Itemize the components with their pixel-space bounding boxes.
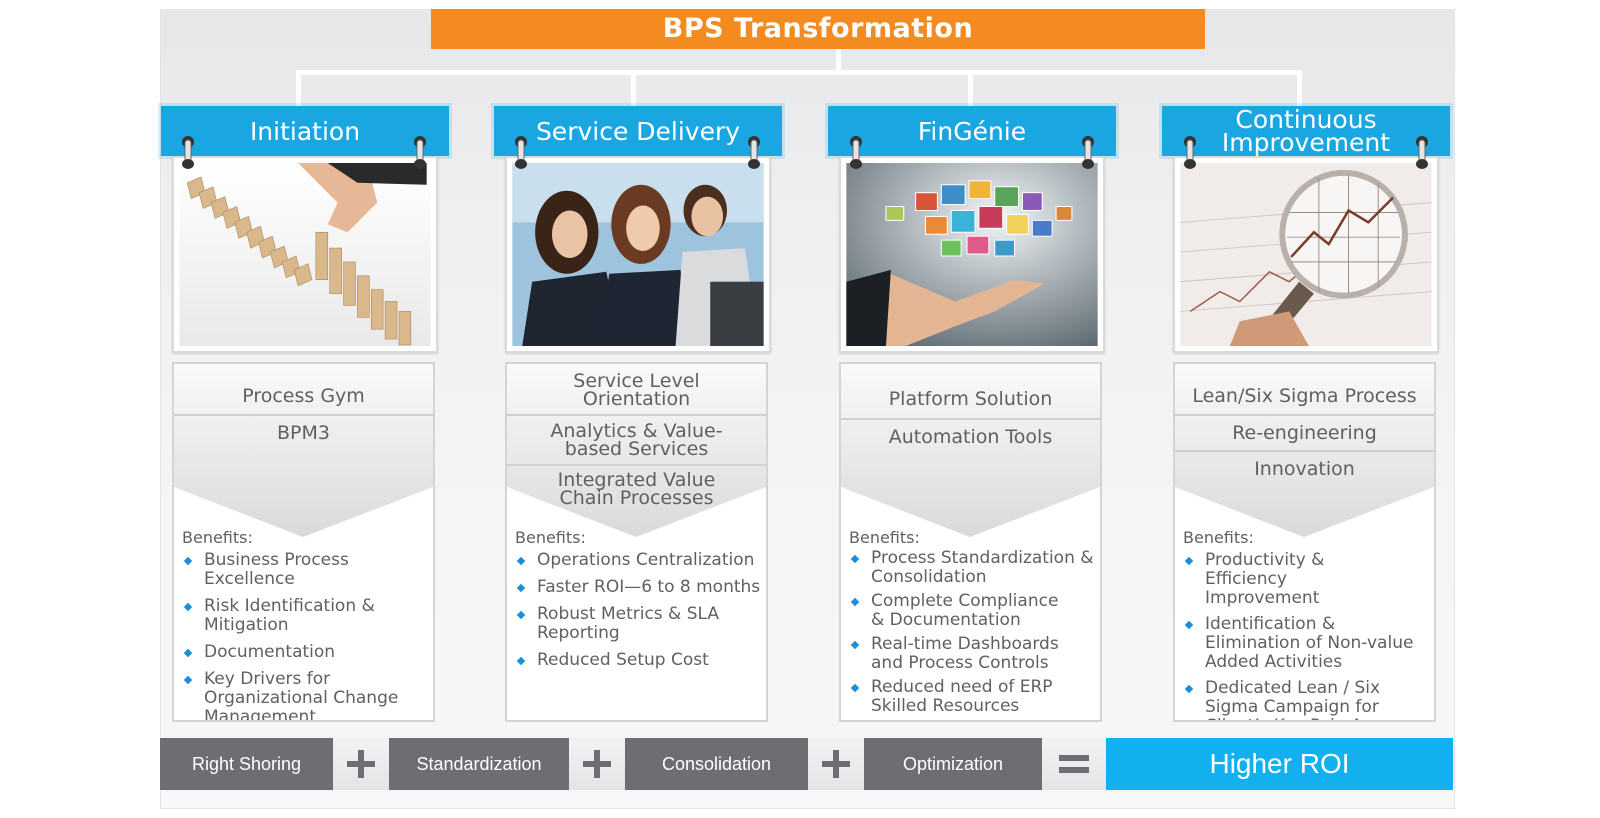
equals-icon bbox=[1042, 738, 1106, 790]
binder-ring-icon bbox=[748, 136, 760, 169]
benefit-item: Real-time Dashboards and Process Control… bbox=[849, 635, 1096, 673]
cell-divider bbox=[1175, 450, 1434, 452]
magnifier-over-chart-icon bbox=[1180, 163, 1432, 346]
benefit-item: Documentation bbox=[182, 643, 429, 662]
column-header-initiation: Initiation bbox=[161, 106, 449, 156]
binder-ring-icon bbox=[1082, 136, 1094, 169]
column-header-continuous-improvement: Continuous Improvement bbox=[1162, 106, 1450, 156]
benefit-item: Key Drivers for Organizational Change Ma… bbox=[182, 670, 429, 721]
benefits-label: Benefits: bbox=[182, 528, 253, 547]
equation-term: Optimization bbox=[864, 738, 1042, 790]
equation-term: Right Shoring bbox=[160, 738, 333, 790]
benefits-label: Benefits: bbox=[849, 528, 920, 547]
benefits-list: Process Standardization & Consolidation … bbox=[849, 549, 1096, 716]
call-center-agents-icon bbox=[512, 163, 764, 346]
card-service-delivery: Service Level Orientation Analytics & Va… bbox=[505, 362, 768, 722]
binder-ring-icon bbox=[182, 136, 194, 169]
binder-ring-icon bbox=[1416, 136, 1428, 169]
cell-divider bbox=[841, 418, 1100, 420]
connector-vertical-main bbox=[836, 49, 841, 73]
binder-ring-icon bbox=[850, 136, 862, 169]
cell-divider bbox=[1175, 414, 1434, 416]
plus-icon bbox=[333, 738, 389, 790]
benefit-item: Process Standardization & Consolidation bbox=[849, 549, 1096, 587]
connector-horizontal bbox=[296, 70, 1302, 75]
benefit-item: Complete Compliance & Documentation bbox=[849, 592, 1096, 630]
equation-result: Higher ROI bbox=[1106, 738, 1453, 790]
card-continuous-improvement: Lean/Six Sigma Process Re-engineering In… bbox=[1173, 362, 1436, 722]
plus-icon bbox=[569, 738, 625, 790]
cell-divider bbox=[174, 414, 433, 416]
column-header-label: Initiation bbox=[249, 116, 361, 146]
photo-fingenie bbox=[839, 156, 1105, 353]
capability-cell: Re-engineering bbox=[1232, 422, 1377, 444]
connector-drop-2 bbox=[631, 70, 636, 106]
benefit-item: Robust Metrics & SLA Reporting bbox=[515, 605, 762, 643]
chevron-shape bbox=[841, 364, 1100, 537]
benefit-item: Productivity & Efficiency Improvement bbox=[1183, 551, 1430, 608]
photo-call-center bbox=[505, 156, 771, 353]
photo-magnifier bbox=[1173, 156, 1439, 353]
chevron-shape bbox=[174, 364, 433, 537]
benefit-item: Business Process Excellence bbox=[182, 551, 429, 589]
column-header-service-delivery: Service Delivery bbox=[494, 106, 782, 156]
capability-cell: Lean/Six Sigma Process bbox=[1192, 385, 1417, 407]
binder-ring-icon bbox=[515, 136, 527, 169]
connector-drop-3 bbox=[968, 70, 973, 106]
benefit-item: Risk Identification & Mitigation bbox=[182, 597, 429, 635]
binder-ring-icon bbox=[1184, 136, 1196, 169]
benefits-list: Operations Centralization Faster ROI—6 t… bbox=[515, 551, 762, 670]
binder-ring-icon bbox=[414, 136, 426, 169]
capability-cell: Service Level Orientation bbox=[573, 370, 700, 410]
equation-term: Standardization bbox=[389, 738, 569, 790]
benefit-item: Faster ROI—6 to 8 months bbox=[515, 578, 762, 597]
benefit-item: Reduced need of ERP Skilled Resources bbox=[849, 678, 1096, 716]
benefit-item: Identification & Elimination of Non-valu… bbox=[1183, 615, 1430, 672]
benefits-list: Business Process Excellence Risk Identif… bbox=[182, 551, 429, 721]
capability-cell: Analytics & Value-based Services bbox=[550, 420, 723, 460]
column-header-label: Continuous bbox=[1235, 105, 1377, 134]
capability-cell: Automation Tools bbox=[888, 426, 1053, 448]
cell-divider bbox=[507, 464, 766, 466]
card-fingenie: Platform Solution Automation Tools Benef… bbox=[839, 362, 1102, 722]
equation-term: Consolidation bbox=[625, 738, 808, 790]
benefit-item: Dedicated Lean / Six Sigma Campaign for … bbox=[1183, 679, 1430, 721]
card-initiation: Process Gym BPM3 Benefits: Business Proc… bbox=[172, 362, 435, 722]
column-header-label: Improvement bbox=[1221, 128, 1391, 157]
chevron-shape bbox=[507, 364, 766, 537]
benefits-label: Benefits: bbox=[1183, 528, 1254, 547]
cell-divider bbox=[507, 414, 766, 416]
diagram-title: BPS Transformation bbox=[431, 9, 1205, 49]
column-header-label: Service Delivery bbox=[535, 116, 741, 146]
capability-cell: Innovation bbox=[1254, 458, 1355, 480]
connector-drop-1 bbox=[296, 70, 301, 106]
column-header-label: FinGénie bbox=[917, 116, 1027, 146]
connector-drop-4 bbox=[1297, 70, 1302, 106]
benefit-item: Operations Centralization bbox=[515, 551, 762, 570]
falling-dominoes-icon bbox=[179, 163, 431, 346]
photo-dominoes bbox=[172, 156, 438, 353]
benefits-label: Benefits: bbox=[515, 528, 586, 547]
column-header-fingenie: FinGénie bbox=[828, 106, 1116, 156]
benefits-list: Productivity & Efficiency Improvement Id… bbox=[1183, 551, 1430, 721]
capability-cell: Platform Solution bbox=[888, 388, 1053, 410]
capability-cell: Integrated Value Chain Processes bbox=[557, 469, 716, 509]
benefit-item: Reduced Setup Cost bbox=[515, 651, 762, 670]
plus-icon bbox=[808, 738, 864, 790]
hand-with-floating-images-icon bbox=[846, 163, 1098, 346]
capability-cell: Process Gym bbox=[242, 385, 365, 407]
capability-cell: BPM3 bbox=[277, 422, 330, 444]
